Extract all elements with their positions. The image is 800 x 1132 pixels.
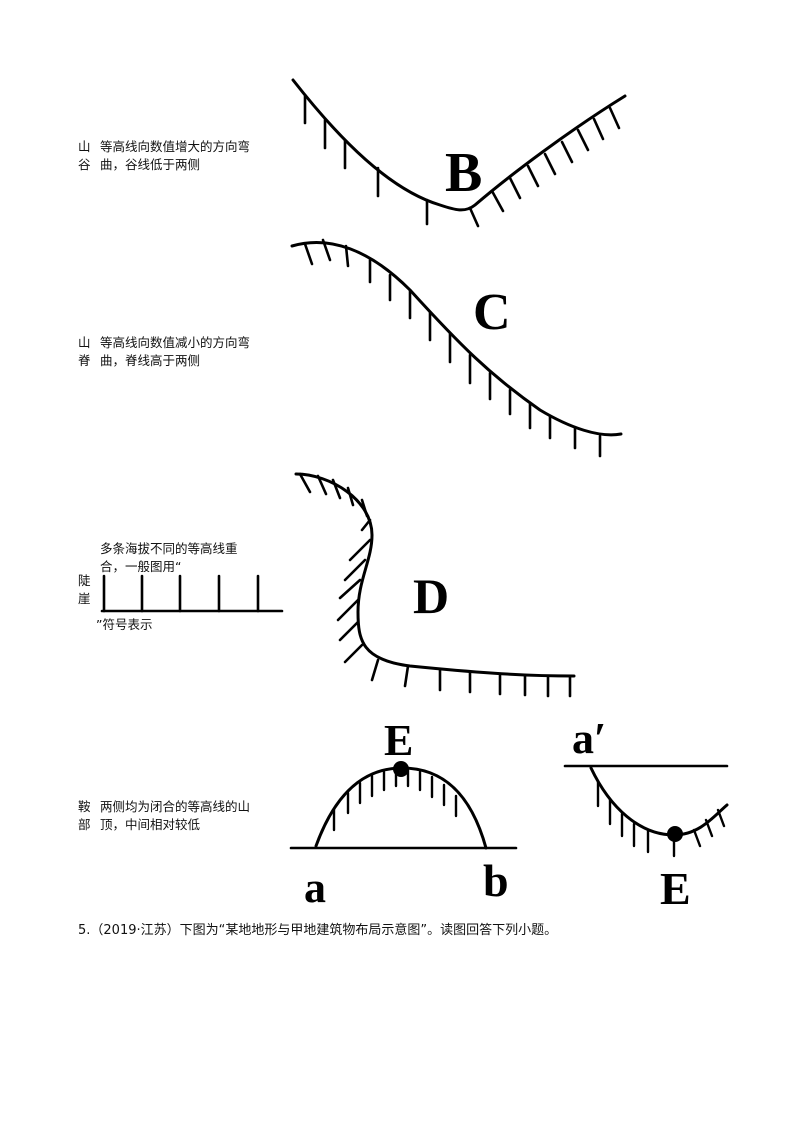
term-valley-2: 谷 bbox=[78, 157, 91, 172]
term-cliff-2: 崖 bbox=[78, 591, 91, 606]
label-a: a bbox=[304, 863, 326, 912]
ridge-contour bbox=[290, 241, 623, 437]
term-ridge-1: 山 bbox=[78, 335, 91, 350]
term-ridge-2: 脊 bbox=[78, 353, 91, 368]
cliff-hachures bbox=[298, 472, 572, 698]
label-d: D bbox=[413, 568, 450, 624]
ridge-hachures bbox=[303, 238, 602, 458]
cliff-contour bbox=[294, 472, 576, 678]
desc-cliff-3: ”符号表示 bbox=[96, 617, 153, 632]
saddle-trough-hachures bbox=[596, 780, 726, 858]
desc-cliff-1: 多条海拔不同的等高线重 bbox=[100, 541, 238, 556]
desc-saddle-1: 两侧均为闭合的等高线的山 bbox=[100, 799, 251, 814]
label-b-lower: b bbox=[483, 855, 509, 906]
term-saddle-2: 部 bbox=[78, 817, 91, 832]
desc-ridge-1: 等高线向数值减小的方向弯 bbox=[100, 335, 251, 350]
question-text: 5.（2019·江苏）下图为“某地地形与甲地建筑物布局示意图”。读图回答下列小题… bbox=[78, 923, 558, 938]
label-c: C bbox=[473, 284, 511, 341]
term-saddle-1: 鞍 bbox=[78, 799, 91, 814]
saddle-bottom-point bbox=[667, 826, 683, 842]
label-e-top: E bbox=[384, 716, 414, 765]
label-a-prime: a′ bbox=[572, 714, 607, 763]
saddle-arch bbox=[314, 766, 488, 850]
desc-cliff-2: 合，一般图用“ bbox=[100, 559, 182, 574]
label-e-bottom: E bbox=[660, 863, 691, 914]
label-b: B bbox=[445, 142, 483, 204]
valley-contour bbox=[291, 78, 627, 212]
saddle-arch-hachures bbox=[332, 768, 458, 832]
term-valley-1: 山 bbox=[78, 139, 91, 154]
term-cliff-1: 陡 bbox=[78, 573, 91, 588]
saddle-top-point bbox=[393, 761, 409, 777]
cliff-symbol bbox=[100, 574, 284, 613]
valley-hachures bbox=[303, 93, 621, 228]
desc-ridge-2: 曲，脊线高于两侧 bbox=[100, 353, 201, 368]
desc-saddle-2: 顶，中间相对较低 bbox=[100, 817, 201, 832]
desc-valley-2: 曲，谷线低于两侧 bbox=[100, 157, 201, 172]
desc-valley-1: 等高线向数值增大的方向弯 bbox=[100, 139, 251, 154]
